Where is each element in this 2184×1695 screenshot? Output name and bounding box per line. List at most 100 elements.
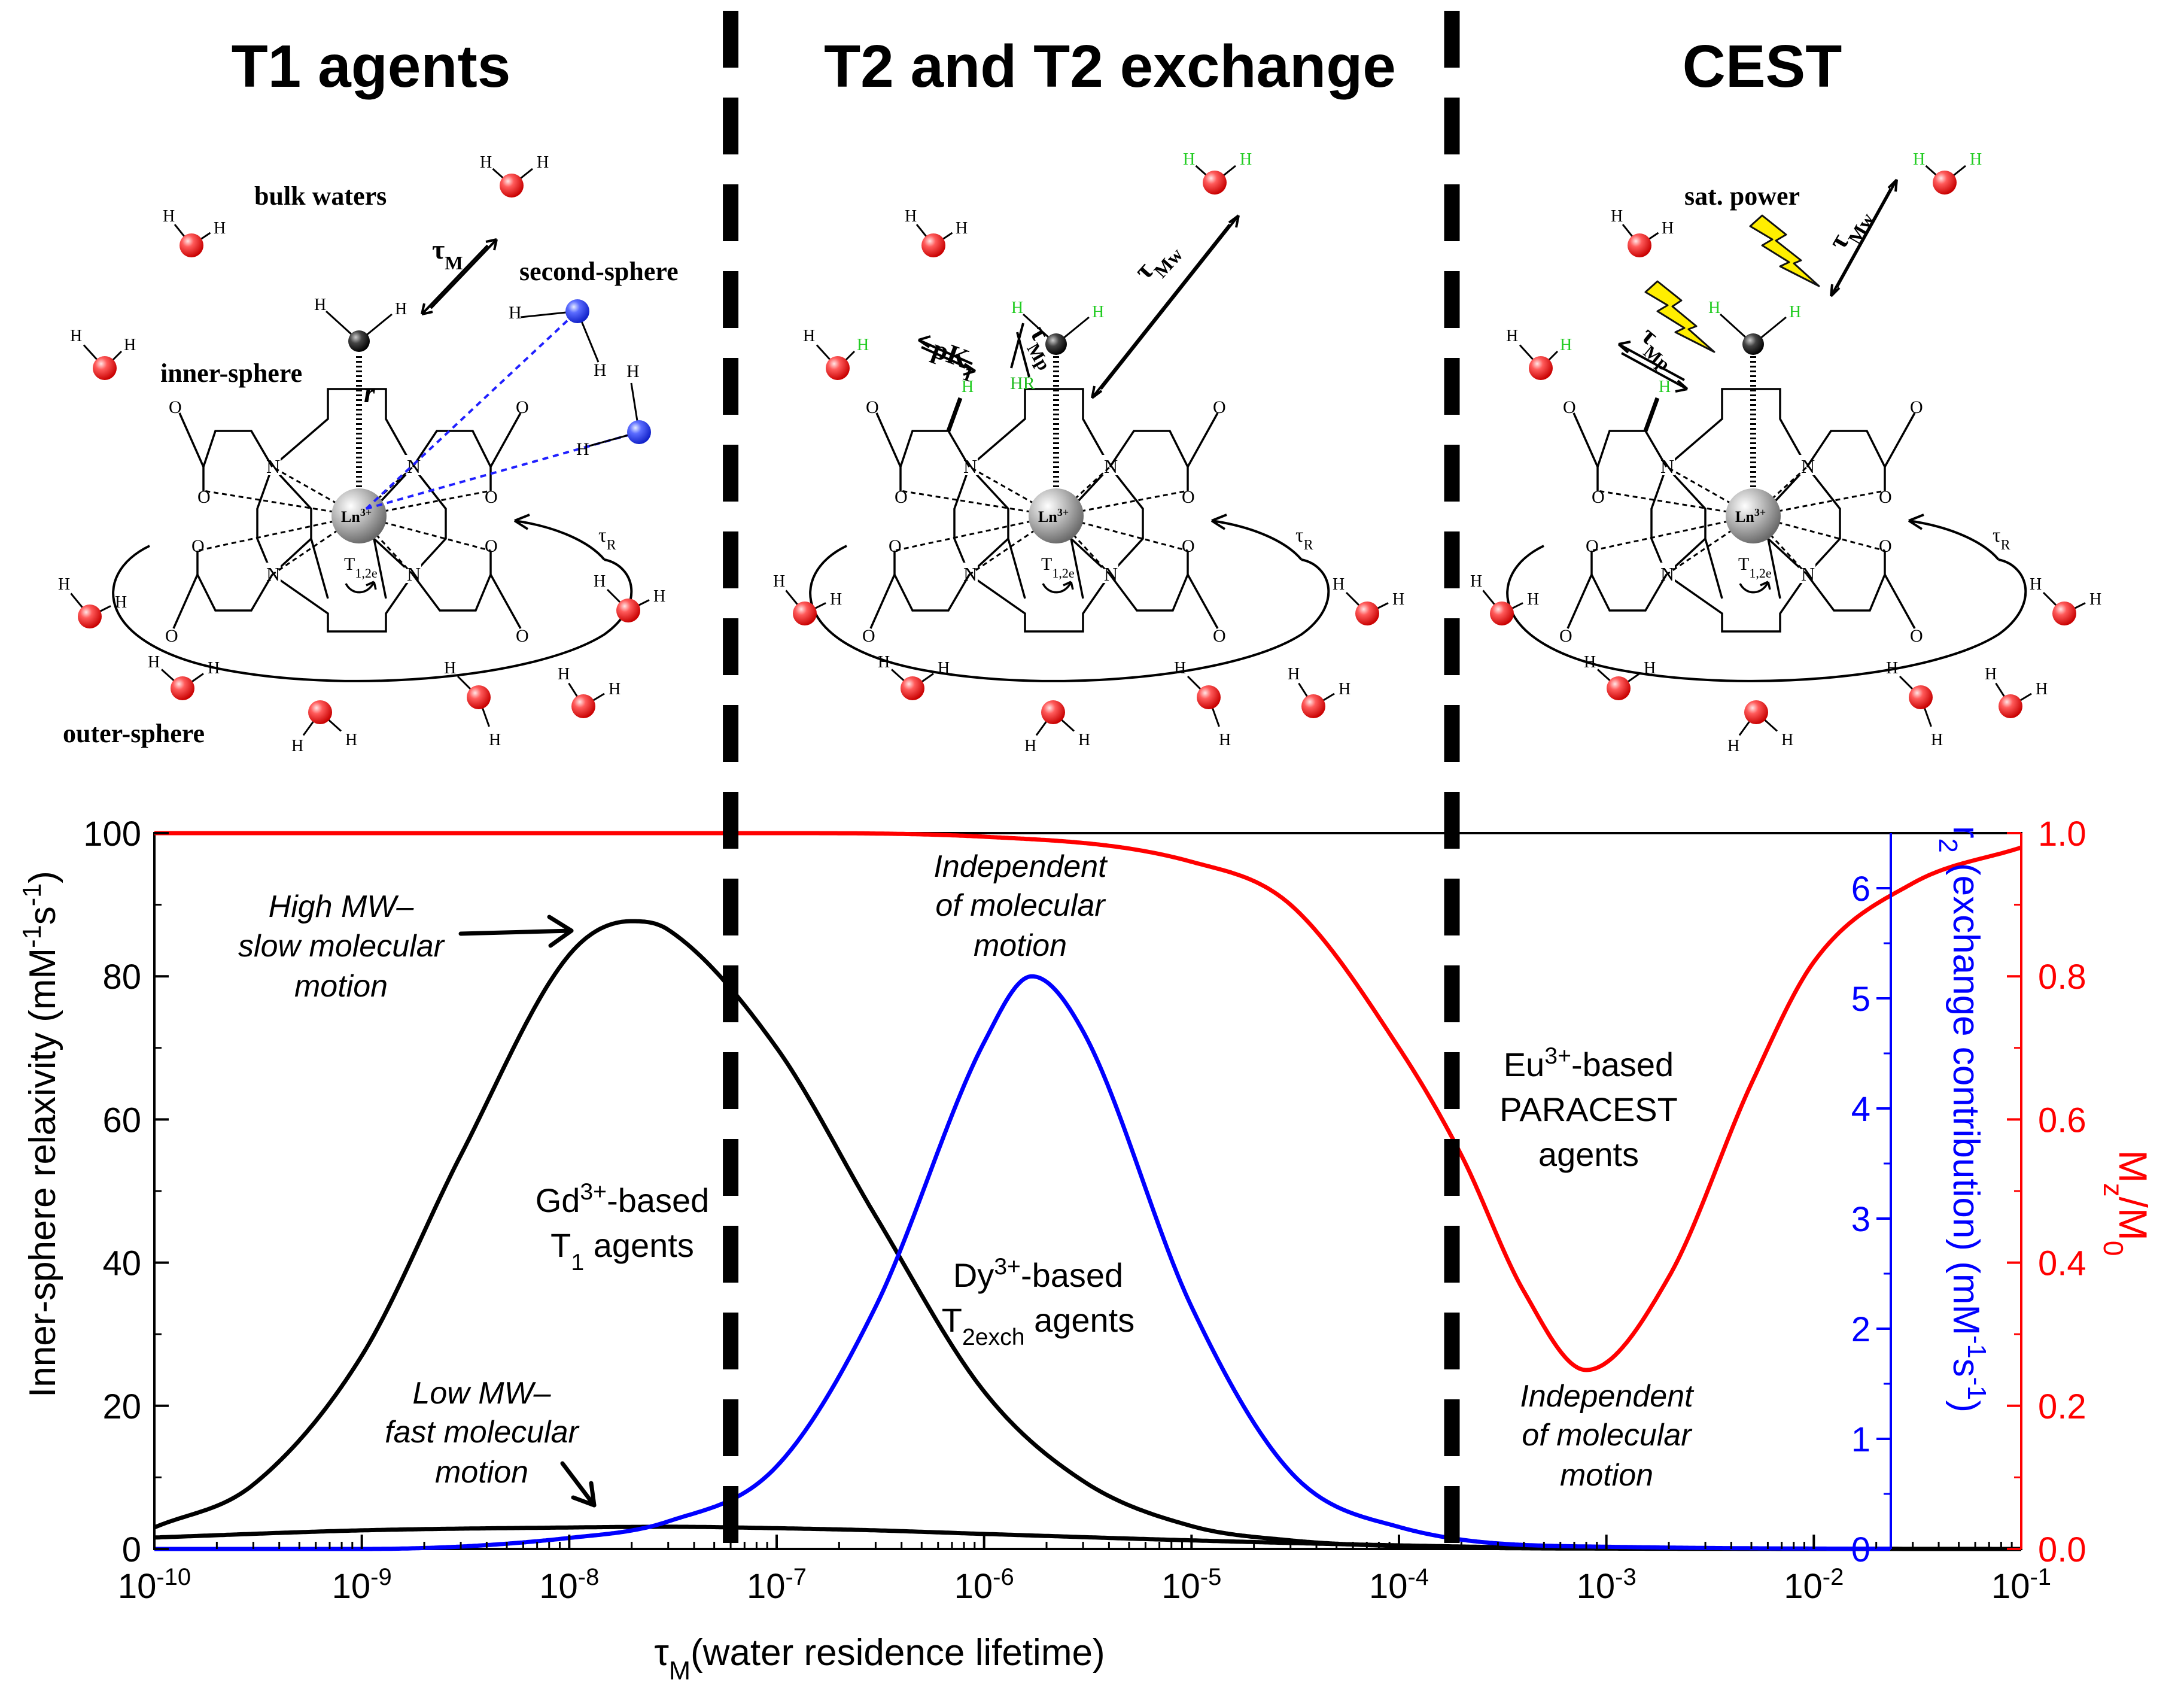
hydrogen-atom: H — [1913, 150, 1925, 169]
y-axis-title-left: Inner-sphere relaxivity (mM-1s-1) — [18, 871, 63, 1398]
annotation-eu: Eu3+-based PARACEST agents — [1499, 1043, 1678, 1174]
hydrogen-atom: H — [115, 593, 127, 612]
exchangeable-proton: H — [962, 378, 974, 396]
oxygen-atom — [1607, 676, 1631, 700]
y-left-tick-label: 40 — [102, 1244, 141, 1283]
y-red-tick-label: 0.2 — [2038, 1387, 2086, 1426]
oxygen-atom — [1041, 700, 1065, 724]
oxygen-atom — [1933, 171, 1957, 195]
hydrogen-atom: H — [291, 737, 303, 755]
svg-text:of molecular: of molecular — [1522, 1418, 1693, 1453]
ln-ion-label: Ln3+ — [1038, 506, 1069, 525]
hydrogen-atom: H — [314, 296, 326, 314]
hydrogen-atom: H — [1560, 336, 1572, 354]
hydrogen-atom: H — [1527, 590, 1539, 609]
y-left-tick-label: 100 — [83, 815, 141, 853]
water-molecule: HH — [1611, 207, 1674, 257]
svg-text:H: H — [594, 360, 607, 380]
ln-ion — [1726, 488, 1781, 543]
x-tick-label: 10-1 — [1991, 1564, 2051, 1606]
hydrogen-atom: H — [1708, 299, 1720, 317]
svg-text:fast molecular: fast molecular — [385, 1415, 580, 1450]
hydrogen-atom: H — [1931, 731, 1943, 749]
oxygen-atom — [1197, 685, 1221, 709]
second-sphere-label: second-sphere — [519, 257, 679, 286]
hydrogen-atom: H — [594, 572, 606, 591]
svg-text:Independent: Independent — [1520, 1379, 1695, 1414]
hydrogen-atom: H — [1333, 575, 1345, 594]
oxygen-label: O — [1213, 397, 1226, 417]
x-tick-label: 10-7 — [747, 1564, 807, 1606]
water-molecule: HH — [1174, 659, 1231, 749]
water-molecule: HH — [1985, 665, 2048, 718]
annotation-independent-2: Independent of molecular motion — [1520, 1379, 1695, 1493]
hydrogen-atom: H — [938, 659, 950, 678]
t12e-label: T1,2e — [1041, 554, 1075, 581]
oxygen-atom — [93, 356, 117, 380]
tau-r-label: τR — [598, 524, 616, 553]
oxygen-atom — [467, 685, 491, 709]
y-blue-tick-label: 6 — [1851, 870, 1870, 909]
oxygen-atom — [1301, 694, 1325, 718]
hydrogen-atom: H — [444, 659, 456, 678]
svg-text:PARACEST: PARACEST — [1499, 1090, 1678, 1128]
sat-power-label: sat. power — [1684, 181, 1800, 211]
hydrogen-atom: H — [163, 207, 175, 226]
oxygen-atom — [901, 676, 924, 700]
oxygen-atom — [1355, 602, 1379, 625]
hydrogen-atom: H — [905, 207, 917, 226]
oxygen-atom — [180, 233, 203, 257]
t1-exchange-arrows — [421, 238, 498, 315]
annotation-dy: Dy3+-based T2exch agents — [942, 1254, 1135, 1350]
hydrogen-atom: H — [2030, 575, 2042, 594]
svg-text:motion: motion — [435, 1455, 528, 1490]
cest-exchange-arrows — [1617, 178, 1898, 393]
svg-text:slow molecular: slow molecular — [238, 929, 446, 964]
hydrogen-atom: H — [1240, 150, 1252, 169]
hydrogen-atom: H — [1174, 659, 1186, 678]
y-blue-tick-label: 5 — [1851, 980, 1870, 1019]
oxygen-label: O — [862, 626, 875, 646]
oxygen-label: O — [1182, 536, 1195, 556]
t12e-label: T1,2e — [1738, 554, 1772, 581]
svg-text:Independent: Independent — [933, 849, 1108, 884]
tau-mw-label-t2: τMw — [1128, 231, 1188, 291]
svg-text:T2exch agents: T2exch agents — [942, 1301, 1135, 1350]
annotation-independent-1: Independent of molecular motion — [933, 849, 1108, 963]
svg-text:Dy3+-based: Dy3+-based — [953, 1254, 1123, 1295]
hydrogen-atom: H — [1470, 572, 1482, 591]
water-molecule: HH — [58, 575, 127, 628]
r-label: r — [364, 377, 376, 409]
y-left-tick-label: 20 — [102, 1387, 141, 1426]
water-molecule: HH — [594, 572, 665, 622]
x-tick-label: 10-4 — [1369, 1564, 1429, 1606]
oxygen-atom — [793, 602, 817, 625]
hydrogen-atom: H — [830, 590, 842, 609]
y-left-tick-label: 0 — [122, 1530, 141, 1569]
annotation-gd: Gd3+-based T1 agents — [536, 1179, 710, 1275]
y-red-tick-label: 1.0 — [2038, 815, 2086, 853]
hydrogen-atom: H — [480, 153, 492, 172]
hydrogen-atom: H — [214, 219, 226, 238]
oxygen-label: O — [1559, 626, 1572, 646]
oxygen-label: O — [191, 536, 205, 556]
oxygen-atom — [1490, 602, 1514, 625]
second-sphere-waters: H H H H — [509, 299, 651, 459]
water-molecule: HH — [2030, 575, 2101, 625]
hydrogen-atom: H — [1092, 303, 1104, 321]
y-red-tick-label: 0.4 — [2038, 1244, 2086, 1283]
oxygen-atom — [78, 605, 102, 628]
curves — [153, 831, 2022, 1551]
oxygen-atom — [1628, 233, 1651, 257]
hydrogen-atom: H — [558, 665, 570, 684]
svg-text:motion: motion — [974, 928, 1067, 963]
hydrogen-atom: H — [1886, 659, 1898, 678]
